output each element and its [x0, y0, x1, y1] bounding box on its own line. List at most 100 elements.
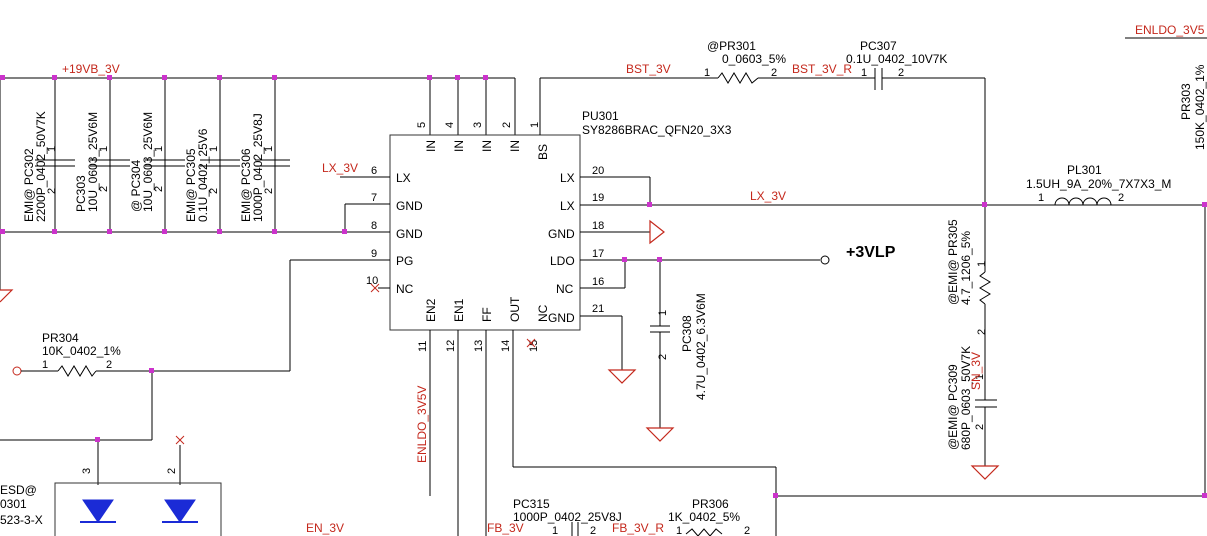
res-pr301: @PR301 0_0603_5% 1 2 [704, 39, 786, 79]
svg-text:1: 1 [676, 525, 682, 536]
svg-text:17: 17 [592, 248, 604, 260]
inductor-pl301: PL301 1.5UH_9A_20%_7X7X3_M 1 2 [1026, 163, 1171, 206]
ic-right-pins: 20 19 18 17 16 21 LX LX GND LDO NC GND [548, 165, 1207, 370]
svg-text:IN: IN [508, 140, 522, 152]
ic-left-pins: 6 7 8 9 10 LX GND GND PG NC [290, 165, 423, 296]
svg-text:21: 21 [592, 303, 604, 315]
svg-text:SN_3V: SN_3V [969, 352, 983, 390]
svg-text:1: 1 [976, 261, 988, 267]
nc-mark-pin10 [370, 283, 380, 293]
cap-pc305: EMI@ PC305 0.1U_0402_25V6 1 2 [184, 128, 220, 222]
svg-text:10U_0603_25V6M: 10U_0603_25V6M [86, 112, 100, 212]
svg-text:IN: IN [452, 140, 466, 152]
svg-text:1000P_0402_25V8J: 1000P_0402_25V8J [251, 113, 265, 222]
svg-text:1.5UH_9A_20%_7X7X3_M: 1.5UH_9A_20%_7X7X3_M [1026, 177, 1171, 191]
svg-text:2: 2 [153, 186, 165, 192]
svg-text:1: 1 [529, 122, 541, 128]
input-cap-plates [35, 159, 290, 167]
cap-pc304: @ PC304 10U_0603_25V6M 1 2 [129, 112, 165, 212]
svg-text:10K_0402_1%: 10K_0402_1% [42, 344, 121, 358]
svg-text:OUT: OUT [508, 296, 522, 322]
ground-symbol [0, 289, 14, 303]
svg-text:LX: LX [560, 171, 575, 185]
svg-text:4.7_1206_5%: 4.7_1206_5% [959, 231, 973, 305]
svg-text:LX: LX [396, 171, 411, 185]
svg-text:3: 3 [81, 468, 93, 474]
svg-text:2: 2 [976, 329, 988, 335]
cap-pc308-symbol [645, 260, 675, 442]
res-pr304-path [0, 260, 291, 485]
svg-text:0301: 0301 [0, 497, 27, 511]
svg-text:ENLDO_3V5V: ENLDO_3V5V [415, 386, 429, 463]
nc-mark-pin15 [526, 338, 536, 348]
svg-text:18: 18 [592, 220, 604, 232]
svg-text:16: 16 [592, 276, 604, 288]
svg-text:3: 3 [472, 122, 484, 128]
bootstrap-path [539, 68, 986, 205]
svg-text:12: 12 [445, 340, 457, 352]
cap-pc309: @EMI@ PC309 680P_0603_50V7K 1 2 [946, 346, 986, 450]
svg-text:0_0603_5%: 0_0603_5% [722, 52, 786, 66]
svg-text:NC: NC [556, 282, 574, 296]
res-pr306: PR306 1K_0402_5% 1 2 [668, 497, 750, 536]
svg-text:ESD@: ESD@ [0, 483, 37, 497]
svg-text:1: 1 [657, 310, 669, 316]
res-pr304: PR304 10K_0402_1% 1 2 [42, 331, 121, 371]
ic-bottom-pins: 11 12 13 14 15 EN2 EN1 FF OUT NC [417, 296, 777, 536]
ic-ref: PU301 [582, 109, 619, 123]
net-fb-r: FB_3V_R [612, 521, 664, 535]
svg-text:7: 7 [371, 192, 377, 204]
svg-text:PR306: PR306 [692, 497, 729, 511]
svg-text:4.7U_0402_6.3V6M: 4.7U_0402_6.3V6M [694, 293, 708, 400]
svg-text:2: 2 [898, 67, 904, 79]
svg-text:IN: IN [480, 140, 494, 152]
svg-text:2: 2 [263, 188, 275, 194]
svg-text:150K_0402_1%: 150K_0402_1% [1193, 64, 1207, 150]
svg-text:2: 2 [657, 354, 669, 360]
svg-text:PC315: PC315 [513, 497, 550, 511]
svg-text:NC: NC [396, 282, 414, 296]
svg-text:2: 2 [98, 186, 110, 192]
svg-text:PC307: PC307 [860, 39, 897, 53]
svg-text:2200P_0402_50V7K: 2200P_0402_50V7K [34, 111, 48, 222]
svg-text:@PR301: @PR301 [707, 39, 756, 53]
svg-text:2: 2 [771, 67, 777, 79]
svg-text:1000P_0402_25V8J: 1000P_0402_25V8J [513, 510, 622, 524]
net-3vlp: +3VLP [846, 244, 896, 261]
svg-text:EN2: EN2 [424, 298, 438, 322]
svg-text:523-3-X: 523-3-X [0, 513, 43, 527]
cap-pc303: PC303 10U_0603_25V6M 1 2 [74, 112, 110, 212]
svg-text:1: 1 [153, 146, 165, 152]
net-lx-left: LX_3V [322, 161, 358, 175]
svg-text:2: 2 [166, 468, 178, 474]
net-snubber: SN_3V [969, 352, 983, 390]
cap-pc306: EMI@ PC306 1000P_0402_25V8J 1 2 [239, 113, 275, 222]
svg-text:4: 4 [444, 122, 456, 128]
net-fb: FB_3V [487, 521, 524, 535]
svg-text:GND: GND [548, 227, 575, 241]
svg-text:10U_0603_25V6M: 10U_0603_25V6M [141, 112, 155, 212]
svg-text:14: 14 [500, 340, 512, 352]
v3lp-terminal [820, 255, 830, 265]
svg-text:BS: BS [536, 144, 550, 160]
svg-text:GND: GND [396, 227, 423, 241]
svg-text:1: 1 [42, 359, 48, 371]
svg-text:5: 5 [416, 122, 428, 128]
svg-text:PC303: PC303 [74, 175, 88, 212]
svg-text:8: 8 [371, 220, 377, 232]
svg-text:NC: NC [536, 304, 550, 322]
svg-text:1: 1 [861, 67, 867, 79]
svg-text:1: 1 [208, 146, 220, 152]
svg-text:1: 1 [552, 525, 558, 536]
snubber-path [970, 205, 1000, 480]
res-pr305: @EMI@ PR305 4.7_1206_5% 1 2 [946, 219, 988, 335]
net-en: EN_3V [306, 521, 344, 535]
svg-text:2: 2 [744, 525, 750, 536]
net-bst-r: BST_3V_R [792, 62, 852, 76]
svg-text:6: 6 [371, 165, 377, 177]
svg-text:2: 2 [974, 424, 986, 430]
svg-text:@EMI@ PC309: @EMI@ PC309 [946, 364, 960, 450]
svg-text:2: 2 [501, 122, 513, 128]
cap-pc307: PC307 0.1U_0402_10V7K 1 2 [846, 39, 947, 79]
svg-text:1K_0402_5%: 1K_0402_5% [668, 510, 740, 524]
